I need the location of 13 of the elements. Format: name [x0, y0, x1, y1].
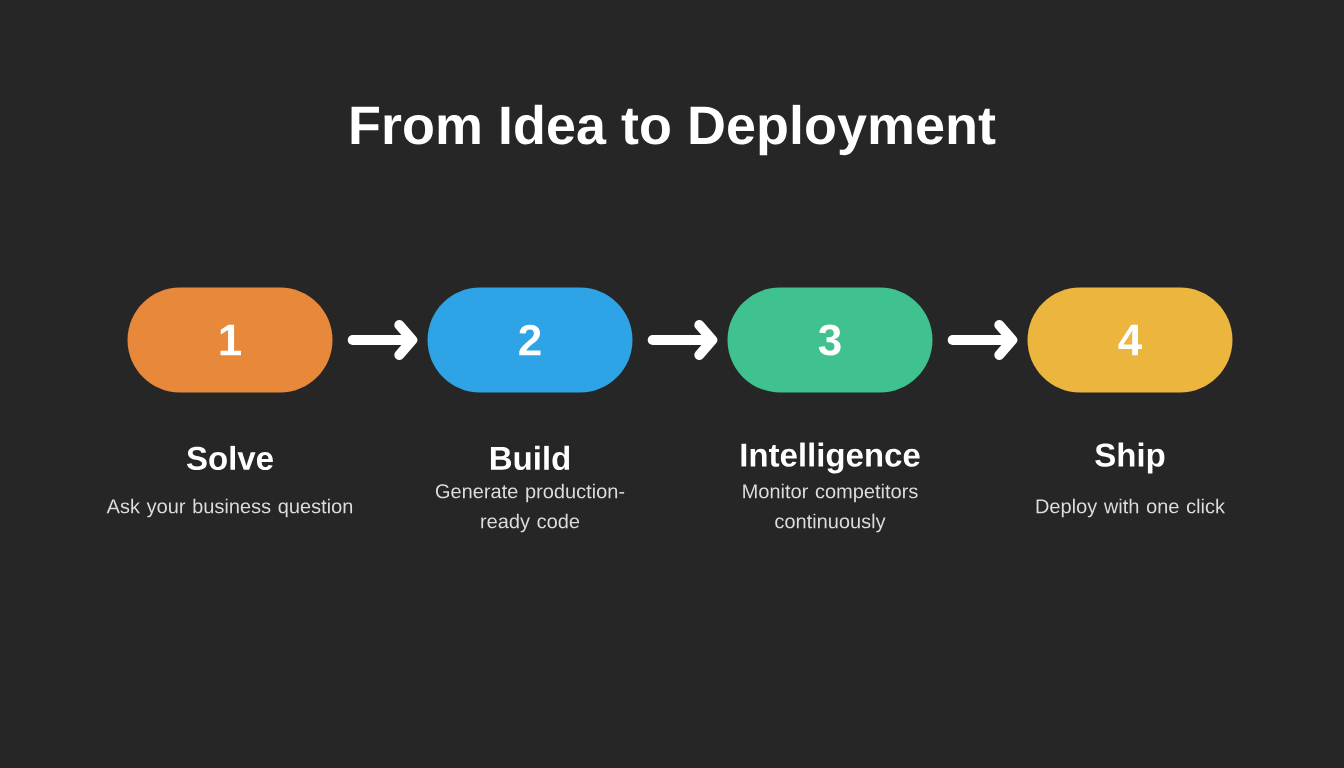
step-pill: 4	[1027, 287, 1233, 393]
step-heading: Build	[491, 445, 570, 471]
step-heading: Intelligence	[741, 442, 920, 474]
step-pill: 1	[127, 287, 333, 393]
step-description: Generate production-ready code	[435, 483, 625, 533]
step-description: Deploy with one click	[1036, 498, 1225, 518]
step-pill: 3	[727, 287, 933, 393]
step-description: Monitor competitors continuously	[743, 483, 918, 533]
step-description: Ask your business question	[106, 498, 353, 518]
title: From Idea to Deployment	[351, 104, 996, 156]
step-pill: 2	[427, 287, 633, 393]
step-heading: Ship	[1095, 442, 1165, 474]
step-heading: Solve	[186, 445, 273, 471]
